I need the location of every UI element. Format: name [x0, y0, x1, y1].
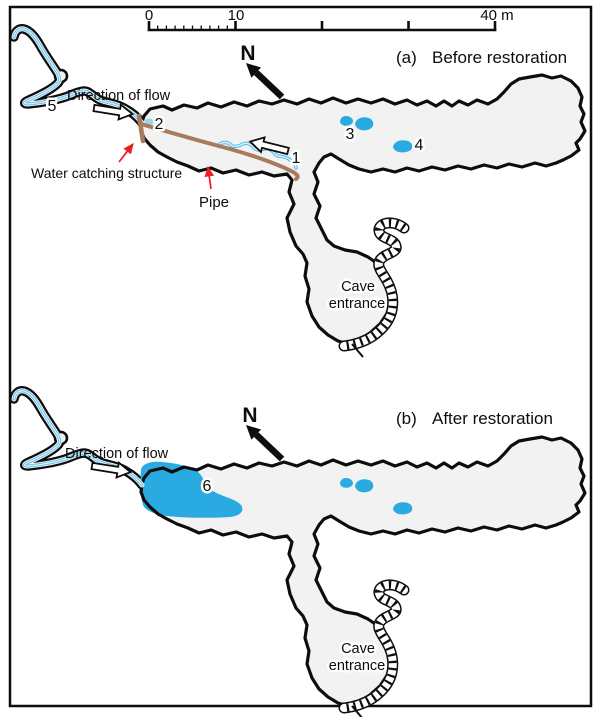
marker-3: 3 — [346, 126, 355, 143]
scale-label-10: 10 — [228, 7, 245, 24]
pipe — [139, 122, 300, 181]
pipe-label: Pipe — [199, 194, 229, 211]
marker-2: 2 — [155, 116, 164, 133]
cave-entrance-label-b-line1: Cave — [341, 641, 375, 657]
north-label-b: N — [242, 404, 257, 427]
marker-1: 1 — [292, 150, 301, 167]
water-catching-structure — [136, 113, 146, 144]
marker-4: 4 — [415, 137, 424, 154]
panel-b-title-prefix: (b) — [396, 409, 417, 428]
scale-label-0: 0 — [145, 7, 153, 24]
flow-label-a: Direction of flow — [67, 88, 171, 104]
panel-a-title: Before restoration — [432, 48, 567, 67]
panel-a-title-prefix: (a) — [396, 48, 417, 67]
marker-6: 6 — [203, 478, 212, 495]
red-arrow-to-structure — [118, 143, 134, 163]
figure-border — [8, 5, 593, 708]
panel-a: N (a) Before restoration Direction of fl… — [14, 29, 587, 357]
red-arrow-to-pipe — [204, 165, 215, 190]
scale-bar-major-ticks — [147, 21, 497, 31]
flow-label-b: Direction of flow — [65, 446, 169, 462]
panel-b-title: After restoration — [432, 409, 553, 428]
pool-6 — [140, 461, 243, 518]
scale-bar-minor-ticks — [157, 25, 228, 30]
marker-5: 5 — [48, 98, 57, 115]
north-label-a: N — [240, 42, 255, 65]
scale-label-40m: 40 m — [480, 7, 513, 24]
cave-entrance-label-a-line2: entrance — [329, 296, 385, 312]
water-catching-label: Water catching structure — [31, 165, 182, 181]
scale-bar: 0 10 40 m — [145, 7, 514, 32]
cave-entrance-label-a-line1: Cave — [341, 279, 375, 295]
panel-b: N (b) After restoration Direction of flo… — [14, 391, 587, 717]
cave-entrance-label-b-line2: entrance — [329, 658, 385, 674]
